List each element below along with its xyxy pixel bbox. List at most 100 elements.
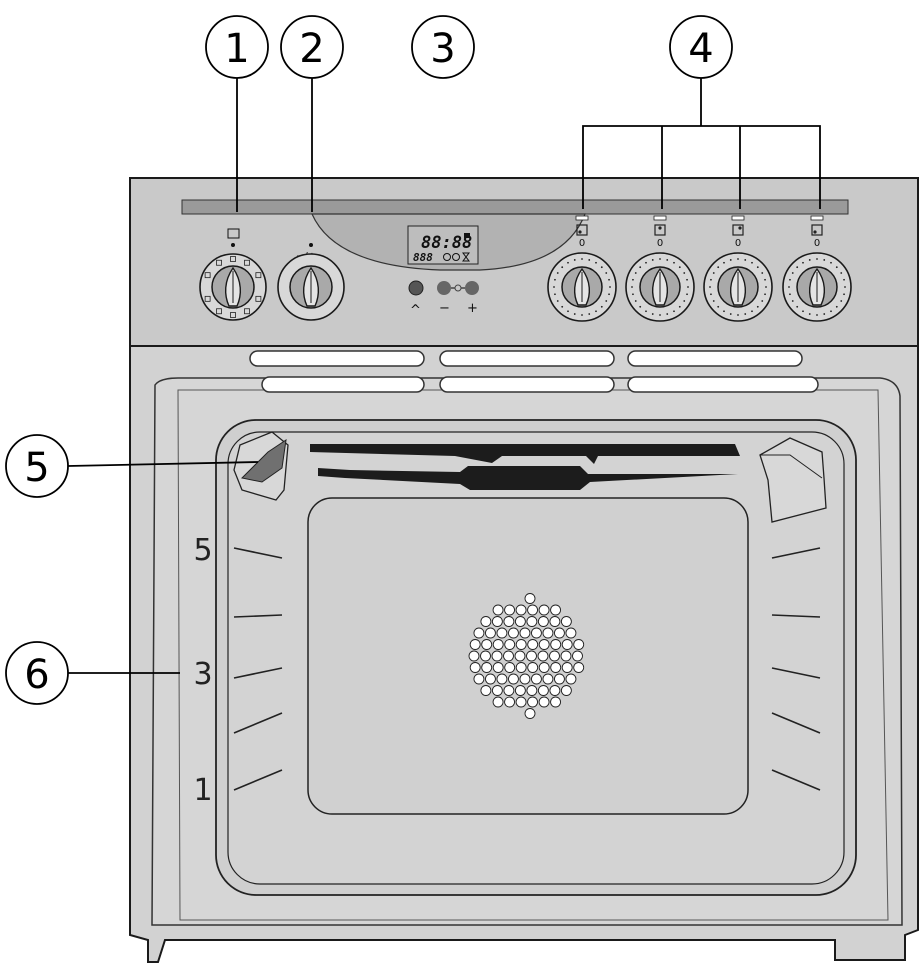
lock-icon bbox=[464, 233, 470, 238]
callout-label: 6 bbox=[24, 652, 49, 698]
knob-tick bbox=[844, 286, 846, 288]
knob-tick bbox=[659, 258, 661, 260]
vent-slot bbox=[261, 376, 425, 393]
knob-tick bbox=[823, 259, 826, 261]
knob-tick bbox=[678, 305, 681, 308]
callout-leaders bbox=[67, 78, 821, 674]
oven-function-knob[interactable] bbox=[199, 253, 267, 321]
fan-hole bbox=[515, 604, 527, 616]
knob-tick bbox=[678, 266, 681, 269]
fan-hole bbox=[514, 616, 526, 627]
knob-tick bbox=[687, 286, 689, 288]
hob-zone-icon bbox=[732, 224, 744, 236]
shelf-runner bbox=[233, 769, 283, 791]
knob-tick bbox=[761, 300, 764, 302]
fan-hole bbox=[560, 616, 572, 627]
function-symbol bbox=[216, 308, 222, 315]
knob-tick bbox=[608, 293, 610, 296]
knob-tick bbox=[666, 313, 669, 315]
callout-circle bbox=[280, 15, 344, 79]
fan-hole bbox=[503, 616, 515, 627]
knob-tick bbox=[608, 278, 610, 281]
knob-tick bbox=[595, 261, 597, 264]
knob-tick bbox=[710, 293, 712, 296]
hob-indicator-light bbox=[575, 215, 589, 221]
temperature-knob[interactable] bbox=[277, 253, 345, 321]
callout-circle bbox=[411, 15, 475, 79]
knob-tick bbox=[581, 258, 583, 260]
fan-hole bbox=[565, 627, 577, 639]
hob-indicator-light bbox=[653, 215, 667, 221]
timer-select-button[interactable] bbox=[408, 280, 424, 296]
plus-button[interactable] bbox=[465, 281, 479, 295]
fan-hole bbox=[537, 616, 549, 627]
knob-tick bbox=[830, 310, 832, 313]
knob-tick bbox=[791, 300, 794, 302]
knob-tick bbox=[686, 293, 688, 296]
hob-knob-zero-label: 0 bbox=[735, 238, 741, 249]
fan-hole bbox=[473, 673, 485, 685]
shelf-runner bbox=[233, 547, 283, 559]
fan-hole bbox=[537, 650, 549, 662]
minus-button[interactable] bbox=[437, 281, 451, 295]
fan-hole bbox=[550, 639, 562, 650]
callout-circle bbox=[669, 15, 733, 79]
knob-tick bbox=[802, 261, 804, 264]
knob-tick bbox=[823, 313, 826, 315]
knob-tick bbox=[808, 259, 811, 261]
fan-hole bbox=[526, 616, 538, 627]
fan-hole bbox=[526, 650, 537, 662]
knob-tick bbox=[709, 286, 711, 288]
hob-knob[interactable]: 0 bbox=[703, 215, 773, 322]
leader-line bbox=[582, 125, 821, 209]
function-symbol bbox=[216, 259, 222, 266]
knob-tick bbox=[796, 266, 799, 269]
knob-tick bbox=[843, 293, 845, 296]
fan-hole bbox=[524, 593, 536, 604]
callout-label: 1 bbox=[224, 26, 249, 72]
knob-tick bbox=[554, 278, 556, 281]
fan-hole bbox=[537, 685, 549, 696]
fan-hole bbox=[515, 696, 527, 708]
fan-hole bbox=[503, 685, 515, 696]
hob-knob[interactable]: 0 bbox=[625, 215, 695, 322]
knob-tick bbox=[605, 300, 608, 302]
knob-tick bbox=[600, 266, 603, 269]
knob-tick bbox=[561, 266, 564, 269]
oven-lamp-right bbox=[759, 437, 827, 523]
fan-hole bbox=[469, 662, 481, 673]
fan-hole bbox=[527, 696, 539, 708]
fan-hole bbox=[507, 627, 519, 639]
fan-hole bbox=[524, 708, 536, 719]
knob-tick bbox=[567, 261, 569, 264]
hob-zone-marker bbox=[738, 226, 742, 230]
fan-hole bbox=[519, 673, 531, 685]
timer-icon bbox=[443, 253, 451, 261]
fan-hole bbox=[504, 696, 516, 708]
fan-hole bbox=[527, 639, 539, 650]
knob-tick bbox=[761, 272, 764, 274]
knob-tick bbox=[796, 305, 799, 308]
arrow-symbol: ^ bbox=[410, 303, 421, 318]
knob-tick bbox=[651, 259, 654, 261]
knob-tick bbox=[683, 300, 686, 302]
fan-hole bbox=[484, 627, 496, 639]
knob-tick bbox=[666, 259, 669, 261]
knob-tick bbox=[751, 310, 753, 313]
end-time-icon bbox=[452, 253, 460, 261]
hob-knob[interactable]: 0 bbox=[782, 215, 852, 322]
fan-hole bbox=[538, 604, 550, 616]
knob-tick bbox=[573, 259, 576, 261]
shelf-runner bbox=[771, 667, 821, 679]
hob-zone-icon bbox=[576, 224, 588, 236]
fan-hole bbox=[553, 627, 565, 639]
knob-tick bbox=[751, 261, 753, 264]
hob-knob[interactable]: 0 bbox=[547, 215, 617, 322]
fan-hole bbox=[542, 627, 554, 639]
shelf-runner bbox=[771, 712, 821, 734]
knob-tick bbox=[634, 300, 637, 302]
callout-circle bbox=[5, 641, 69, 705]
panel-strip bbox=[181, 199, 849, 215]
fan-hole bbox=[515, 639, 527, 650]
